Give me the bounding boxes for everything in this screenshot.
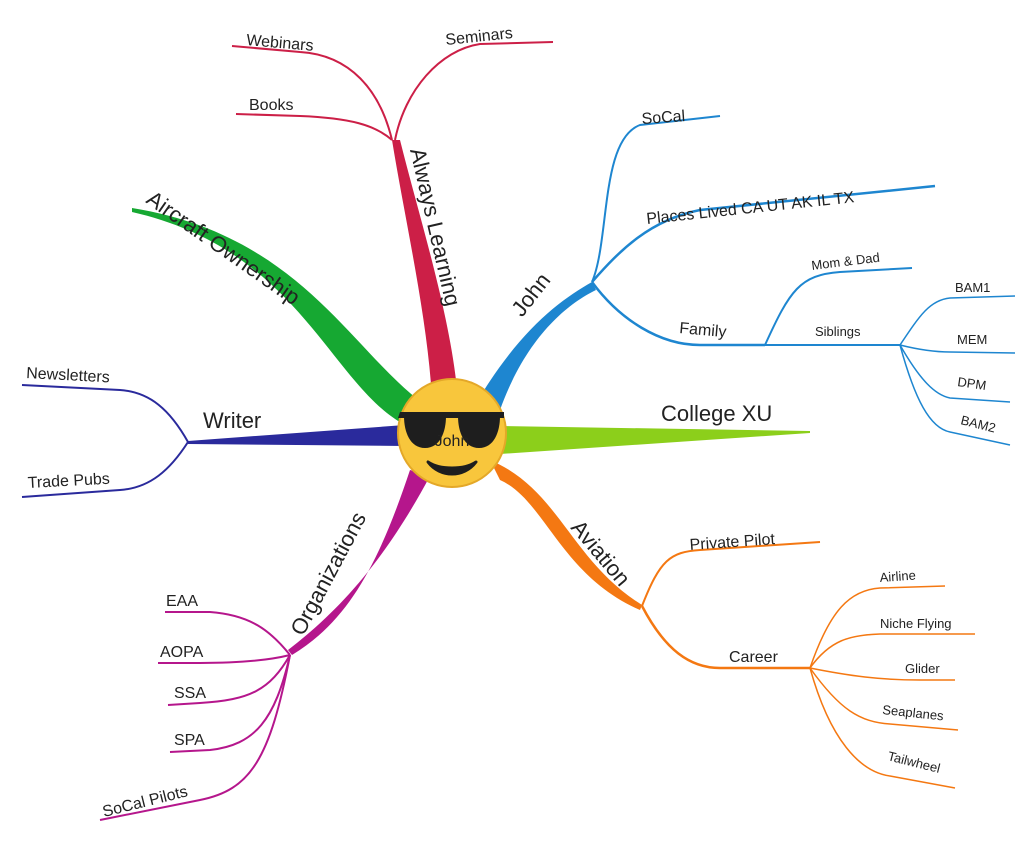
- branch-tradepubs-line: [21, 441, 189, 498]
- branch-aircraft-ownership: [132, 208, 425, 425]
- branch-aopa-line: [158, 654, 291, 664]
- branch-tailwheel-line: [809, 667, 956, 789]
- branch-bam1-line: [899, 295, 1016, 346]
- branch-private-pilot-line: [641, 541, 821, 607]
- private-pilot-label: Private Pilot: [689, 531, 776, 554]
- branch-john-trunk: [478, 282, 596, 410]
- college-label: College XU: [661, 401, 772, 426]
- tailwheel-label: Tailwheel: [886, 748, 942, 776]
- branch-writer-trunk: [188, 425, 405, 446]
- airline-label: Airline: [879, 568, 916, 585]
- branch-always-learning-trunk: [392, 140, 458, 400]
- sunglasses-icon: [398, 412, 504, 448]
- family-label: Family: [679, 320, 727, 341]
- aircraft-ownership-label: Aircraft Ownership: [142, 186, 305, 310]
- branch-mem-line: [899, 344, 1016, 354]
- branch-glider-line: [809, 667, 955, 681]
- branch-seaplanes-line: [809, 667, 959, 731]
- writer-label: Writer: [203, 408, 261, 433]
- smile-mouth-icon: [426, 460, 478, 476]
- siblings-label: Siblings: [815, 324, 861, 339]
- branch-airline-line: [809, 585, 946, 669]
- socal-pilots-label: SoCal Pilots: [101, 783, 190, 821]
- career-label: Career: [729, 649, 779, 666]
- branch-socal-pilots-line: [99, 654, 291, 821]
- root-node[interactable]: John: [397, 378, 507, 488]
- branch-college: [500, 426, 810, 454]
- seaplanes-label: Seaplanes: [882, 702, 945, 723]
- branch-dpm-line: [899, 344, 1011, 403]
- branch-aircraft-ownership-trunk: [132, 208, 425, 425]
- socal-label: SoCal: [641, 108, 686, 128]
- ssa-label: SSA: [174, 685, 206, 702]
- branch-ssa-line: [167, 654, 291, 706]
- branch-bam2-line: [899, 344, 1011, 446]
- branch-organizations: [99, 470, 430, 821]
- branch-always-learning: [231, 41, 554, 400]
- bam2-label: BAM2: [959, 412, 997, 435]
- branch-aviation: [490, 460, 975, 789]
- root-label: John: [435, 433, 470, 450]
- webinars-label: Webinars: [246, 32, 315, 55]
- smiley-face-icon: [397, 378, 507, 488]
- eaa-label: EAA: [166, 593, 198, 610]
- branch-organizations-trunk: [288, 470, 430, 655]
- spa-label: SPA: [174, 732, 205, 749]
- branch-places-line: [591, 184, 936, 283]
- newsletters-label: Newsletters: [26, 365, 110, 386]
- books-label: Books: [249, 97, 293, 114]
- branch-niche-line: [809, 633, 975, 669]
- branch-family-line: [590, 281, 765, 347]
- branch-aviation-trunk: [490, 460, 642, 610]
- bam1-label: BAM1: [955, 280, 990, 295]
- branch-newsletters-line: [21, 384, 189, 443]
- branch-spa-line: [169, 654, 291, 753]
- glider-label: Glider: [905, 661, 940, 676]
- niche-flying-label: Niche Flying: [880, 616, 952, 631]
- branch-seminars-line: [394, 41, 554, 141]
- seminars-label: Seminars: [445, 25, 514, 49]
- branch-webinars-line: [231, 45, 393, 141]
- branch-books-line: [235, 113, 393, 141]
- branch-eaa-line: [165, 611, 291, 656]
- trade-pubs-label: Trade Pubs: [27, 471, 110, 492]
- branch-socal-line: [591, 115, 721, 283]
- branch-writer: [21, 384, 405, 498]
- mem-label: MEM: [957, 332, 987, 347]
- places-lived-label: Places Lived CA UT AK IL TX: [646, 189, 856, 228]
- branch-john: [478, 115, 1016, 446]
- aopa-label: AOPA: [160, 644, 204, 661]
- dpm-label: DPM: [957, 374, 988, 393]
- branch-momdad-line: [764, 267, 913, 346]
- branch-career-line: [640, 605, 810, 670]
- branch-college-trunk: [500, 426, 810, 454]
